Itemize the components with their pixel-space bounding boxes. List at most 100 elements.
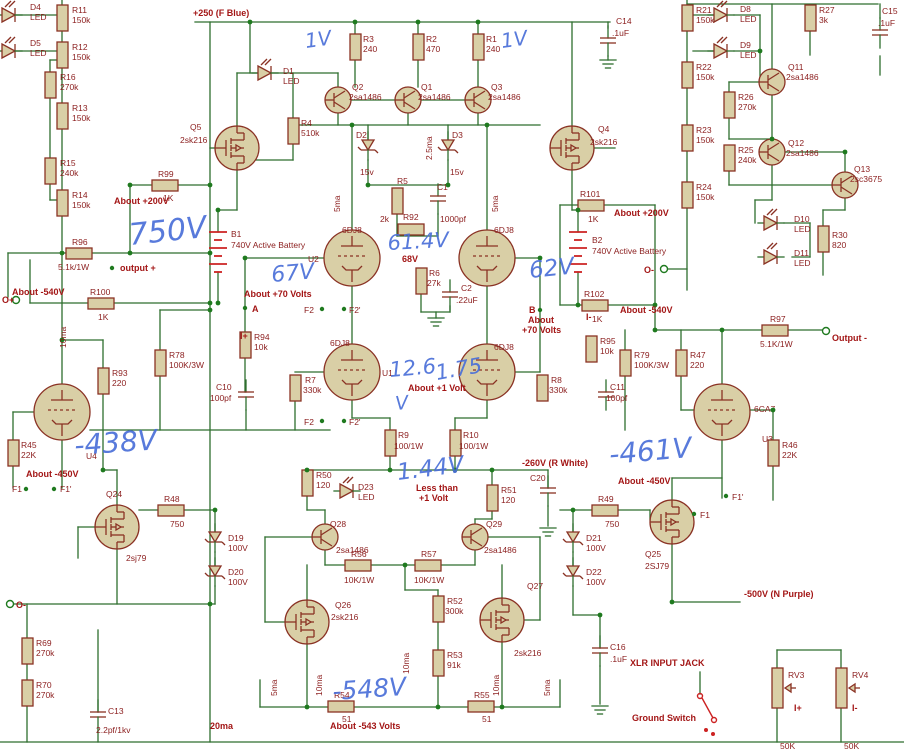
pin-dot (51, 486, 57, 492)
junction-dot (652, 327, 658, 333)
handwritten-annotation: -438V (73, 423, 160, 462)
component-r12 (56, 41, 69, 69)
component-label: 6DJ8 (494, 342, 514, 352)
schematic-text: 5ma (269, 679, 279, 696)
led-arrow (346, 476, 354, 484)
schematic-text: F1' (732, 492, 744, 502)
bjt-collector (767, 72, 780, 81)
zener-tick (204, 572, 209, 577)
component-label: 100V (586, 577, 606, 587)
junction-dot (770, 407, 776, 413)
led-arrow (4, 0, 12, 8)
schematic-text: O- (16, 600, 26, 610)
handwritten-annotation: 67V (270, 259, 317, 288)
component-label: R25 (738, 145, 754, 155)
junction-dot (304, 704, 310, 710)
potentiometer-symbol (771, 667, 784, 709)
component-q25 (649, 499, 695, 545)
component-r9 (384, 429, 397, 457)
component-label: D2 (356, 130, 367, 140)
bjt-emitter (403, 101, 416, 110)
component-r49 (591, 504, 619, 517)
led-symbol (763, 248, 779, 266)
terminal-icon (5, 599, 15, 609)
component-label: .22uF (456, 295, 478, 305)
resistor-symbol (577, 199, 605, 212)
led-arrow (8, 36, 16, 44)
component-label: R14 (72, 190, 88, 200)
component-label: D4 (30, 2, 41, 12)
component-label: 300k (445, 606, 464, 616)
bjt-collector (767, 142, 780, 151)
component-label: 1K (592, 314, 603, 324)
component-label: R56 (351, 549, 367, 559)
resistor-symbol (327, 700, 355, 713)
component-label: R100 (90, 287, 111, 297)
schematic-text: I- (852, 703, 858, 713)
pot-wiper-arrow (847, 682, 856, 694)
junction-dot (212, 507, 218, 513)
component-label: D9 (740, 40, 751, 50)
schematic-text: About -540V (620, 305, 673, 315)
component-label: C20 (530, 473, 546, 483)
schematic-text: F2' (349, 417, 361, 427)
component-q29 (461, 523, 489, 551)
component-d1 (251, 58, 279, 82)
switch-contact (710, 716, 718, 724)
component-label: 750 (605, 519, 619, 529)
resistor-symbol (56, 4, 69, 32)
component-q3 (464, 86, 492, 114)
component-label: 220 (690, 360, 704, 370)
component-label: R22 (696, 62, 712, 72)
zener-tick (437, 146, 442, 151)
component-label: C14 (616, 16, 632, 26)
pot-wiper-arrow (783, 682, 792, 694)
component-d4 (0, 0, 23, 24)
resistor-symbol (581, 299, 609, 312)
component-label: R92 (403, 212, 419, 222)
led-symbol (1, 42, 17, 60)
component-label: R93 (112, 368, 128, 378)
resistor-symbol (432, 595, 445, 623)
component-r6 (415, 267, 428, 295)
component-q2 (324, 86, 352, 114)
component-label: R53 (447, 650, 463, 660)
component-r99 (151, 179, 179, 192)
component-label: R99 (158, 169, 174, 179)
component-label: C11 (610, 382, 625, 392)
component-label: R70 (36, 680, 52, 690)
component-6dj8 (458, 229, 516, 287)
component-label: 5.1K/1W (760, 339, 793, 349)
junction-dot (207, 300, 213, 306)
component-r54 (327, 700, 355, 713)
component-label: R101 (580, 189, 601, 199)
component-label: Q24 (106, 489, 122, 499)
mosfet-arrow (570, 143, 578, 153)
junction-dot (127, 182, 133, 188)
junction-dot (100, 467, 106, 473)
component-label: R5 (397, 176, 408, 186)
component-label: 150k (696, 192, 715, 202)
component-label: R2 (426, 34, 437, 44)
component-label: U4 (86, 451, 97, 461)
schematic-text: +70 Volts (522, 325, 561, 335)
component-label: Q3 (491, 82, 503, 92)
bjt-collector (333, 90, 346, 99)
component-label: 10k (254, 342, 268, 352)
component-r47 (675, 349, 688, 377)
component-label: 100V (228, 543, 248, 553)
schematic-text: I- (586, 312, 592, 322)
component-label: D23 (358, 482, 374, 492)
component-r2 (412, 33, 425, 61)
zener-diode-symbol (565, 565, 581, 578)
component-label: 510k (301, 128, 320, 138)
component-label: 3k (819, 15, 829, 25)
component-d9 (707, 36, 735, 60)
component-r23 (681, 124, 694, 152)
led-symbol (339, 482, 355, 500)
component-label: 270k (738, 102, 757, 112)
component-label: 100V (586, 543, 606, 553)
zener-tick (221, 541, 226, 546)
component-r13 (56, 102, 69, 130)
zener-tick (454, 149, 459, 154)
